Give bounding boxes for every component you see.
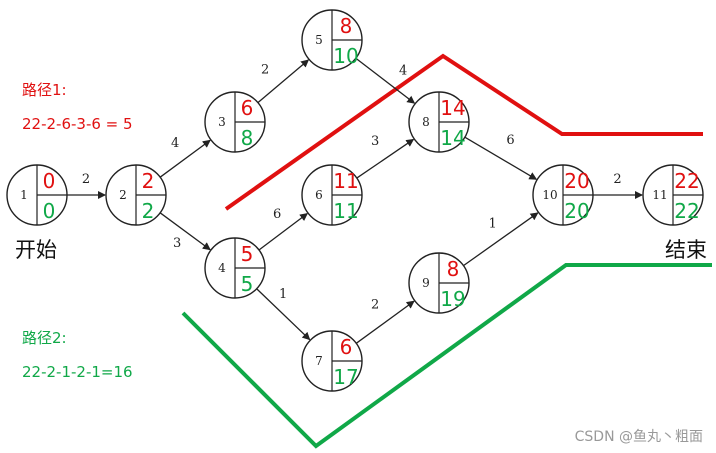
node-id: 1	[20, 188, 28, 202]
node-4: 4 5 5	[204, 237, 266, 299]
start-label: 开始	[15, 238, 57, 262]
node-id: 6	[315, 188, 323, 202]
edge-2-4	[159, 212, 211, 251]
edge-8-10	[464, 136, 538, 180]
node-9: 9 8 19	[408, 252, 470, 314]
node-latest-time: 2	[142, 199, 155, 223]
node-7: 7 6 17	[301, 330, 363, 392]
node-6: 6 11 11	[301, 164, 363, 226]
edge-4-6	[258, 213, 309, 251]
edge-9-10	[463, 212, 539, 267]
critical-path-red-line	[224, 53, 703, 211]
node-latest-time: 11	[333, 199, 358, 223]
node-latest-time: 5	[241, 272, 254, 296]
node-earliest-time: 6	[340, 335, 353, 359]
edge-weight-4-7: 1	[279, 287, 287, 302]
node-id: 5	[315, 33, 323, 47]
edge-3-5	[257, 59, 310, 104]
edge-weight-3-5: 2	[261, 62, 269, 77]
node-id: 11	[652, 188, 667, 202]
node-earliest-time: 8	[340, 14, 353, 38]
node-id: 9	[422, 276, 430, 290]
node-latest-time: 8	[241, 126, 254, 150]
nodes: 1002223684555810611117617814149819102020…	[6, 9, 704, 392]
edge-7-9	[355, 300, 415, 344]
node-10: 10 20 20	[532, 164, 594, 226]
watermark: CSDN @鱼丸丶粗面	[575, 428, 703, 445]
node-earliest-time: 14	[440, 96, 465, 120]
path1-title: 路径1:	[22, 81, 67, 99]
node-latest-time: 20	[564, 199, 589, 223]
node-earliest-time: 0	[43, 169, 56, 193]
node-8: 8 14 14	[408, 91, 470, 153]
node-latest-time: 14	[440, 126, 465, 150]
edge-weight-2-4: 3	[173, 236, 181, 251]
node-earliest-time: 2	[142, 169, 155, 193]
edges: 2 4 3 2 4 6 3 1 2 1 6 2	[67, 57, 643, 344]
edge-5-8	[355, 57, 416, 104]
node-id: 3	[218, 115, 226, 129]
edge-2-3	[159, 139, 211, 178]
node-latest-time: 10	[333, 44, 358, 68]
path-green-line	[181, 263, 712, 449]
node-id: 2	[119, 188, 127, 202]
path1-formula: 22-2-6-3-6 = 5	[22, 115, 133, 133]
node-id: 7	[315, 354, 323, 368]
node-earliest-time: 5	[241, 242, 254, 266]
node-5: 5 8 10	[301, 9, 363, 71]
node-latest-time: 0	[43, 199, 56, 223]
end-label: 结束	[665, 238, 707, 262]
node-11: 11 22 22	[642, 164, 704, 226]
path2-formula: 22-2-1-2-1=16	[22, 363, 133, 381]
edge-weight-1-2: 2	[82, 172, 90, 187]
edge-weight-8-10: 6	[506, 133, 514, 148]
node-2: 2 2 2	[105, 164, 167, 226]
node-id: 4	[218, 261, 226, 275]
path2-title: 路径2:	[22, 329, 67, 347]
node-earliest-time: 8	[447, 257, 460, 281]
edge-weight-7-9: 2	[371, 297, 379, 312]
edge-weight-6-8: 3	[371, 134, 379, 149]
node-latest-time: 17	[333, 365, 358, 389]
edge-weight-10-11: 2	[613, 172, 621, 187]
edge-6-8	[356, 138, 415, 179]
edge-weight-4-6: 6	[273, 207, 281, 222]
edge-4-7	[256, 288, 311, 341]
edge-weight-5-8: 4	[399, 64, 407, 79]
node-1: 1 0 0	[6, 164, 68, 226]
edge-weight-9-10: 1	[488, 216, 496, 231]
node-earliest-time: 22	[674, 169, 699, 193]
node-id: 8	[422, 115, 430, 129]
node-earliest-time: 11	[333, 169, 358, 193]
edge-weight-2-3: 4	[171, 136, 179, 151]
node-earliest-time: 6	[241, 96, 254, 120]
node-id: 10	[542, 188, 557, 202]
node-3: 3 6 8	[204, 91, 266, 153]
node-latest-time: 22	[674, 199, 699, 223]
node-earliest-time: 20	[564, 169, 589, 193]
node-latest-time: 19	[440, 287, 465, 311]
